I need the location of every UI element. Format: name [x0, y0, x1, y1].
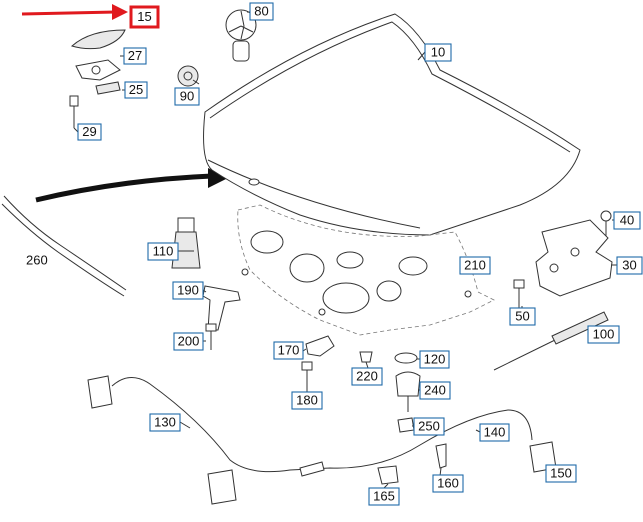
part-250-nut[interactable]: [397, 417, 415, 433]
label-part-190-text: 190: [177, 282, 199, 297]
label-part-90[interactable]: 90: [174, 87, 200, 106]
label-part-29[interactable]: 29: [77, 123, 102, 141]
label-part-27-text: 27: [128, 48, 142, 63]
label-part-240-text: 240: [424, 382, 446, 397]
label-part-220-text: 220: [356, 368, 378, 383]
label-part-150-text: 150: [550, 465, 572, 480]
part-80-star-emblem[interactable]: [225, 9, 257, 62]
label-part-140[interactable]: 140: [479, 423, 510, 442]
part-29-screw[interactable]: [69, 95, 79, 128]
label-part-200[interactable]: 200: [173, 332, 204, 351]
label-part-15[interactable]: 15: [129, 5, 160, 29]
part-180-bolt[interactable]: [301, 361, 313, 388]
label-part-30-text: 30: [622, 257, 636, 272]
label-part-160[interactable]: 160: [432, 474, 464, 493]
part-220-clip[interactable]: [359, 351, 373, 363]
label-part-220[interactable]: 220: [351, 367, 383, 386]
part-30-hinge[interactable]: [535, 219, 613, 297]
label-part-260-text: 260: [26, 252, 48, 267]
direction-arrow: [35, 168, 228, 203]
part-100-gas-strut[interactable]: [493, 311, 609, 371]
lock-part-upper[interactable]: [87, 375, 113, 409]
part-200-bolt[interactable]: [205, 323, 217, 350]
label-part-30[interactable]: 30: [616, 256, 643, 275]
label-part-180-text: 180: [296, 392, 318, 407]
part-240-buffer[interactable]: [395, 371, 421, 412]
label-part-160-text: 160: [437, 475, 459, 490]
label-part-80-text: 80: [254, 3, 268, 18]
part-120-cap[interactable]: [394, 352, 418, 364]
part-25-clip[interactable]: [95, 81, 121, 95]
label-part-180[interactable]: 180: [291, 391, 323, 410]
part-260-seal-strip[interactable]: [1, 195, 127, 297]
label-part-80[interactable]: 80: [249, 2, 274, 21]
label-part-130-text: 130: [154, 414, 176, 429]
label-part-250-text: 250: [418, 418, 440, 433]
label-part-210[interactable]: 210: [459, 256, 491, 275]
label-part-90-text: 90: [180, 88, 194, 103]
part-50-bolt[interactable]: [513, 279, 525, 308]
label-part-40[interactable]: 40: [613, 211, 641, 230]
part-27-bracket[interactable]: [75, 59, 121, 81]
part-170-guide[interactable]: [305, 335, 335, 357]
label-part-110-text: 110: [153, 243, 174, 258]
lock-part-lower[interactable]: [207, 469, 237, 505]
label-part-50-text: 50: [515, 308, 529, 323]
label-part-29-text: 29: [82, 124, 96, 139]
part-165-holder[interactable]: [377, 465, 399, 485]
label-part-140-text: 140: [484, 424, 506, 439]
part-190-bracket[interactable]: [202, 285, 241, 331]
hood-part[interactable]: [203, 13, 581, 236]
label-part-10[interactable]: 10: [424, 43, 452, 62]
label-part-25[interactable]: 25: [124, 81, 148, 99]
highlight-arrow: [21, 4, 128, 20]
label-part-240[interactable]: 240: [419, 381, 451, 400]
label-part-165-text: 165: [373, 488, 395, 503]
label-part-165[interactable]: 165: [368, 487, 400, 506]
part-130-140-cable[interactable]: [111, 377, 533, 477]
label-part-100[interactable]: 100: [587, 325, 620, 344]
label-part-15-text: 15: [137, 9, 151, 24]
label-part-40-text: 40: [620, 212, 634, 227]
label-part-170[interactable]: 170: [273, 341, 304, 360]
label-part-50[interactable]: 50: [509, 307, 536, 326]
label-part-120-text: 120: [424, 351, 446, 366]
label-part-110[interactable]: 110: [147, 242, 179, 261]
label-part-130[interactable]: 130: [149, 413, 181, 432]
label-part-120[interactable]: 120: [419, 350, 450, 369]
label-part-200-text: 200: [178, 333, 200, 348]
part-90-emblem-base[interactable]: [177, 65, 199, 87]
label-part-100-text: 100: [593, 326, 615, 341]
part-110-bumper[interactable]: [171, 217, 201, 269]
label-part-27[interactable]: 27: [123, 47, 147, 65]
label-part-10-text: 10: [431, 44, 445, 59]
label-part-170-text: 170: [278, 342, 300, 357]
insulation-mat-part[interactable]: [237, 204, 495, 336]
part-15-emblem-cover[interactable]: [71, 29, 126, 50]
label-part-190[interactable]: 190: [172, 281, 204, 300]
label-part-260: 260: [26, 252, 48, 267]
label-part-250[interactable]: 250: [413, 417, 445, 436]
label-part-210-text: 210: [464, 257, 486, 272]
label-part-150[interactable]: 150: [545, 464, 577, 483]
label-part-25-text: 25: [129, 82, 143, 97]
part-160-clip[interactable]: [435, 443, 447, 469]
